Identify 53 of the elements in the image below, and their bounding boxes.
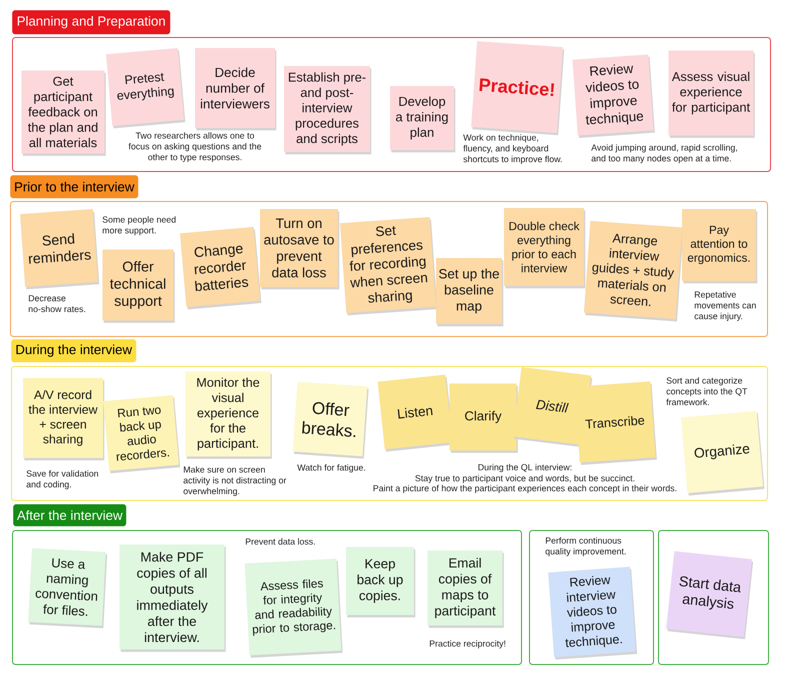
sticky-note: Double check everything prior to each interview <box>504 208 586 288</box>
sticky-note: Practice! <box>471 41 564 136</box>
note: Save for validation and coding. <box>26 470 98 490</box>
sticky-note: Use a naming convention for files. <box>28 548 108 628</box>
sticky-note: Pretest everything <box>106 48 186 128</box>
sticky-note: Run two back up audio recorders. <box>103 395 180 474</box>
note: Paint a picture of how the participant experiences each concept in their words. <box>374 484 676 494</box>
sticky-note: Arrange interview guides + study materials on screen. <box>584 220 684 322</box>
note: Prevent data loss. <box>246 538 315 545</box>
sticky-note: Decide number of interviewers <box>195 48 276 130</box>
sticky-note: Assess files for integrity and readability prior to storage. <box>244 558 343 658</box>
note: Sort and categorize concepts into the QT framework. <box>666 377 748 406</box>
section-heading: Planning and Preparation <box>12 10 170 34</box>
sticky-note: Start data analysis <box>666 551 754 640</box>
sticky-note: Monitor the visual experience for the participant. <box>186 372 272 459</box>
sticky-note: Establish pre- and post- interview procedures and scripts <box>284 66 372 154</box>
sticky-note: Turn on autosave to prevent data loss <box>260 209 340 290</box>
sticky-note: Review interview videos to improve technique. <box>548 566 638 660</box>
sticky-note: Organize <box>680 410 764 496</box>
section-heading: Prior to the interview <box>10 175 138 198</box>
note: During the QL interview: <box>478 464 572 472</box>
note: Some people need more support. <box>102 216 176 236</box>
note: Avoid jumping around, rapid scrolling, and too many nodes open at a time. <box>591 144 737 164</box>
sticky-note: Listen <box>378 374 454 452</box>
note: Work on technique, fluency, and keyboard shortcuts to improve flow. <box>463 134 562 164</box>
note: Decrease no-show rates. <box>28 295 86 312</box>
sticky-note: Review videos to improve technique <box>572 54 655 138</box>
sticky-note: Keep back up copies. <box>346 547 416 618</box>
sticky-note: Email copies of maps to participant <box>428 550 504 628</box>
sticky-note: Develop a training plan <box>390 86 456 152</box>
sticky-note: Pay attention to ergonomics. <box>682 209 758 284</box>
sticky-note: Send reminders <box>20 209 100 290</box>
sticky-note: Change recorder batteries <box>180 226 262 310</box>
sticky-note: Clarify <box>450 384 518 453</box>
note: Stay true to participant voice and words, but be succinct. <box>415 474 634 484</box>
note: Perform continuous quality improvement. <box>546 537 626 556</box>
sticky-note: Get participant feedback on the plan and all materials <box>22 70 106 156</box>
sticky-note: Offer breaks. <box>292 382 369 459</box>
sticky-note: Offer technical support <box>102 250 175 323</box>
note: Practice reciprocity! <box>430 640 506 648</box>
sticky-note: Make PDF copies of all outputs immediately after the interview. <box>120 544 226 652</box>
section-heading: After the interview <box>13 504 126 526</box>
section-heading: During the interview <box>11 339 136 362</box>
note: Repetative movements can cause injury. <box>694 291 756 321</box>
sticky-note: Set up the baseline map <box>436 258 504 326</box>
note: Watch for fatigue. <box>297 464 366 472</box>
sticky-note: Transcribe <box>574 381 657 465</box>
note: Two researchers allows one to focus on asking questions and the other to type responses. <box>128 132 262 162</box>
sticky-note: A/V record the interview + screen sharing <box>23 378 104 460</box>
note: Make sure on screen activity is not distracting or overwhelming. <box>184 466 286 496</box>
section-frame <box>529 530 654 665</box>
section-frame <box>658 530 769 665</box>
sticky-note: Assess visual experience for participant <box>668 50 755 138</box>
